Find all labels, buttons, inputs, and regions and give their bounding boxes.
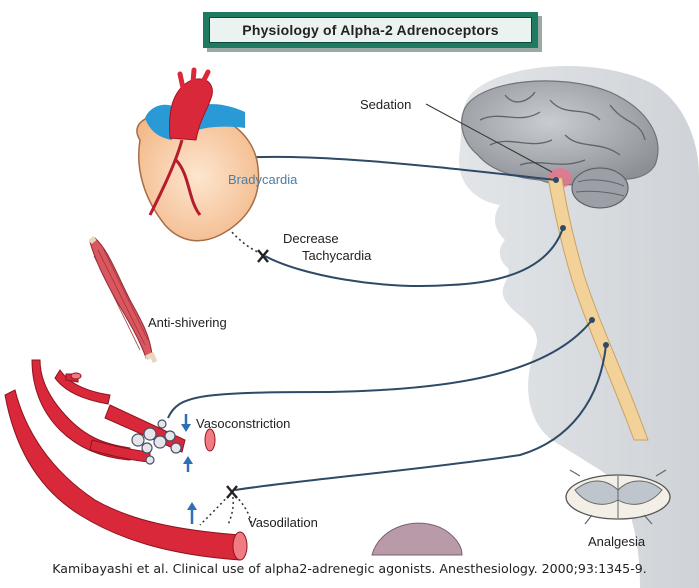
label-anti-shivering: Anti-shivering bbox=[148, 315, 227, 330]
label-decrease: Decrease bbox=[283, 231, 339, 246]
blue-arrows bbox=[181, 414, 197, 524]
diagram-title: Physiology of Alpha-2 Adrenoceptors bbox=[209, 17, 532, 43]
nerve-vasoconstriction bbox=[168, 320, 592, 418]
label-bradycardia: Bradycardia bbox=[228, 172, 297, 187]
label-tachycardia: Tachycardia bbox=[302, 248, 371, 263]
cerebellum bbox=[572, 168, 628, 208]
label-vasodilation: Vasodilation bbox=[248, 515, 318, 530]
organ-partial bbox=[372, 523, 462, 555]
muscle bbox=[90, 238, 155, 362]
block-x-vasodilation bbox=[227, 486, 237, 498]
blood-vessels bbox=[5, 360, 240, 560]
label-analgesia: Analgesia bbox=[588, 534, 645, 549]
title-frame: Physiology of Alpha-2 Adrenoceptors bbox=[203, 12, 538, 48]
label-sedation: Sedation bbox=[360, 97, 411, 112]
citation: Kamibayashi et al. Clinical use of alpha… bbox=[0, 561, 699, 576]
label-vasoconstriction: Vasoconstriction bbox=[196, 416, 290, 431]
